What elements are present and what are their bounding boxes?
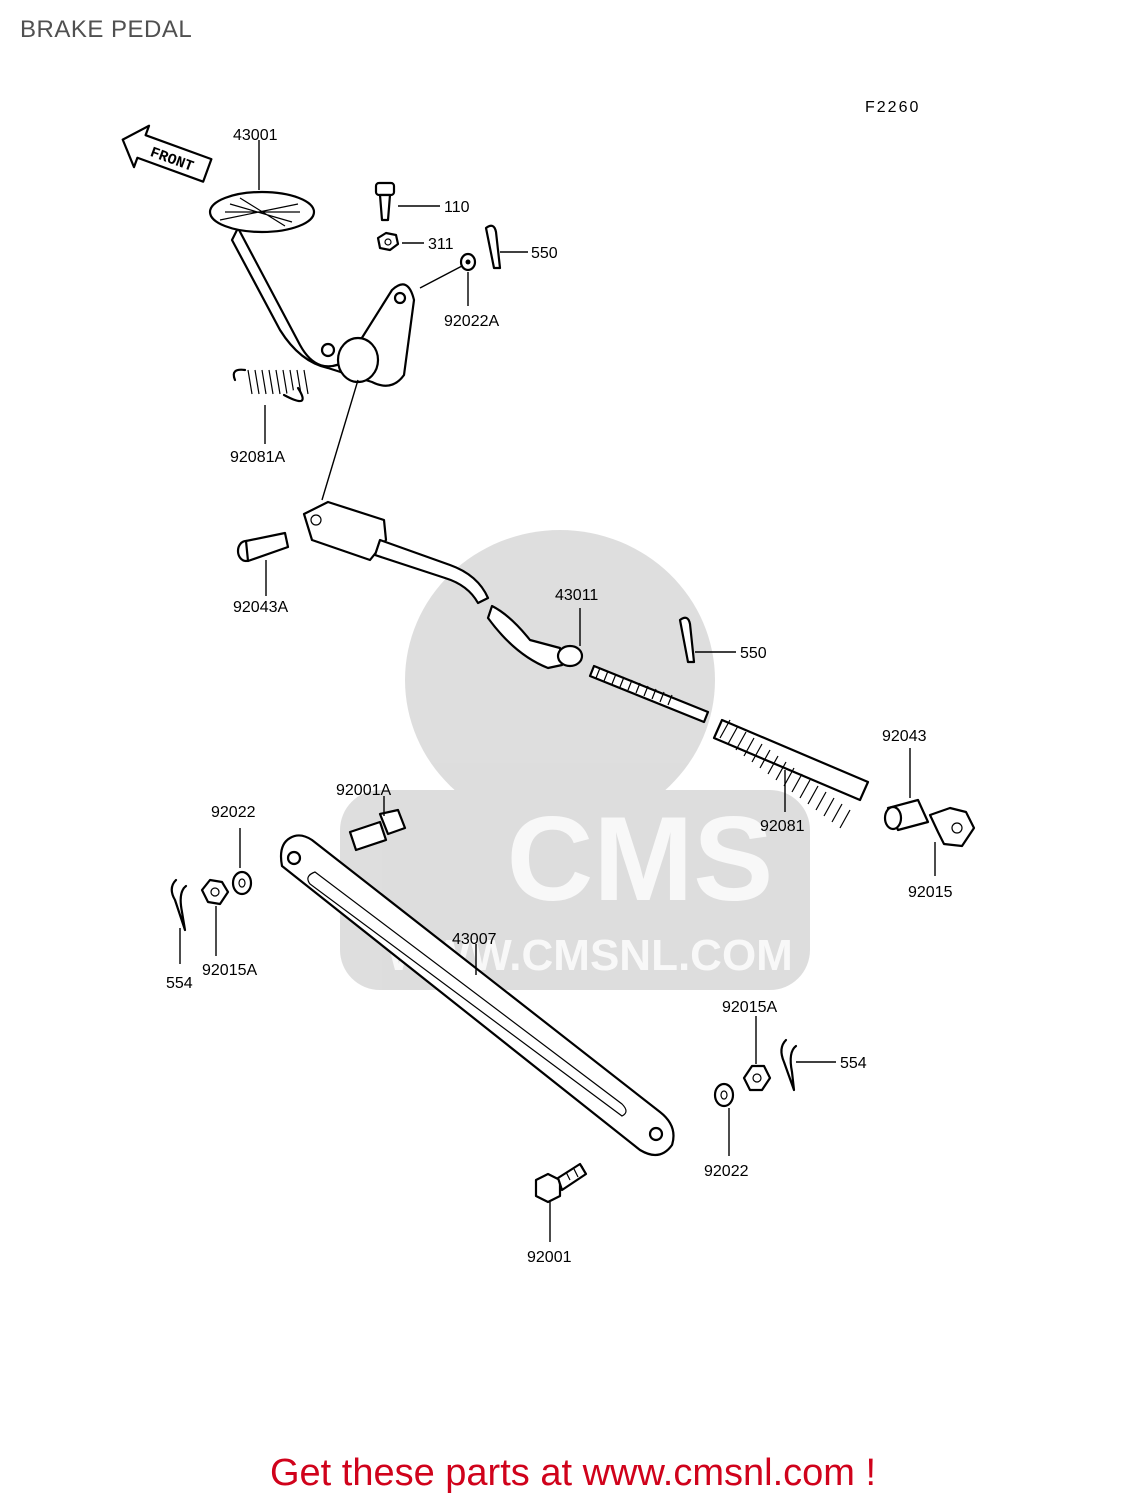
- cotter-pin-550-mid: [678, 616, 696, 664]
- label-92015A-right: 92015A: [722, 999, 777, 1016]
- label-92081: 92081: [760, 818, 805, 835]
- bolt-92001: [534, 1162, 588, 1204]
- watermark-mascot-head: [405, 530, 715, 830]
- pin-92043A: [236, 531, 290, 563]
- clip-554-left: [170, 878, 188, 932]
- pin-92043: [883, 798, 930, 832]
- bolt-92001A: [348, 808, 407, 852]
- label-92022-left: 92022: [211, 804, 256, 821]
- label-550-mid: 550: [740, 645, 767, 662]
- label-550-top: 550: [531, 245, 558, 262]
- diagram-code: F2260: [865, 99, 920, 116]
- label-92081A: 92081A: [230, 449, 285, 466]
- label-92001A: 92001A: [336, 782, 391, 799]
- label-92022-right: 92022: [704, 1163, 749, 1180]
- page-title: BRAKE PEDAL: [20, 16, 193, 43]
- bolt-110: [374, 181, 396, 222]
- label-311: 311: [428, 236, 454, 253]
- threaded-rod: [588, 664, 710, 724]
- label-43011: 43011: [555, 587, 598, 604]
- label-92015: 92015: [908, 884, 953, 901]
- label-92043: 92043: [882, 728, 927, 745]
- label-92043A: 92043A: [233, 599, 288, 616]
- label-92001: 92001: [527, 1249, 572, 1266]
- clip-554-right: [780, 1038, 798, 1092]
- front-arrow-icon: FRONT: [121, 124, 213, 183]
- label-92022A: 92022A: [444, 313, 499, 330]
- label-92015A-left: 92015A: [202, 962, 257, 979]
- nut-311: [376, 231, 400, 252]
- nut-92015A-right: [742, 1064, 772, 1092]
- spring-92081A: [232, 368, 309, 403]
- label-554-left: 554: [166, 975, 193, 992]
- parts-diagram: CMS WWW.CMSNL.COM F2260 FRONT 43001 9208…: [121, 99, 976, 1266]
- label-110: 110: [444, 199, 470, 216]
- label-43007: 43007: [452, 931, 497, 948]
- washer-92022-right: [713, 1082, 735, 1108]
- watermark-badge: [340, 790, 810, 990]
- brake-pedal: [208, 190, 416, 387]
- nut-92015A-left: [200, 878, 230, 906]
- spring-92081: [712, 718, 870, 829]
- clevis-rod: [302, 500, 584, 670]
- label-554-right: 554: [840, 1055, 867, 1072]
- washer-92022A: [459, 252, 477, 272]
- nut-92015: [928, 806, 976, 848]
- label-43001: 43001: [233, 127, 278, 144]
- link-bar-43007: [279, 834, 675, 1157]
- footer-link[interactable]: Get these parts at www.cmsnl.com !: [269, 1452, 877, 1494]
- washer-92022-left: [231, 870, 253, 896]
- cotter-pin-550-top: [484, 224, 502, 270]
- watermark-brand: CMS: [507, 792, 774, 926]
